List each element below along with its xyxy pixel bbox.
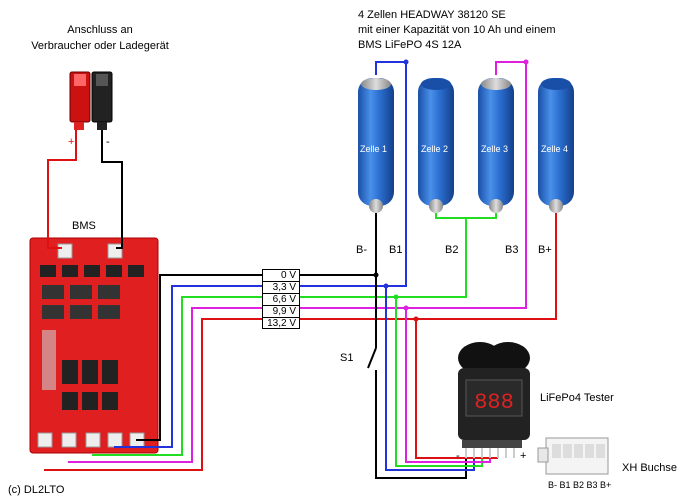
- voltage-1: 3,3 V: [263, 282, 299, 294]
- voltage-table: 0 V 3,3 V 6,6 V 9,9 V 13,2 V: [262, 269, 300, 329]
- minus-label: -: [106, 136, 110, 148]
- voltage-3: 9,9 V: [263, 306, 299, 318]
- balance-label-bplus: B+: [538, 244, 552, 256]
- balance-label-b2: B2: [445, 244, 459, 256]
- cell-4-icon: [538, 78, 574, 213]
- wire-green-bms: [92, 296, 262, 456]
- wire-blue-bms: [114, 285, 262, 448]
- voltage-0: 0 V: [263, 270, 299, 282]
- cell-3-label: Zelle 3: [481, 144, 509, 154]
- tester-wire-blue: [385, 286, 475, 471]
- plus-wire: [47, 130, 77, 249]
- balance-label-bminus: B-: [356, 244, 367, 256]
- xh-socket-icon: [537, 437, 609, 475]
- cell-1-label: Zelle 1: [360, 144, 388, 154]
- connector-title-line1: Anschluss an: [67, 24, 133, 36]
- pack-title: 4 Zellen HEADWAY 38120 SE mit einer Kapa…: [358, 8, 556, 53]
- pack-title-line3: BMS LiFePO 4S 12A: [358, 39, 462, 51]
- cell-1-icon: [358, 78, 394, 213]
- voltage-2: 6,6 V: [263, 294, 299, 306]
- cell-4-label: Zelle 4: [541, 144, 569, 154]
- xh-label: XH Buchse: [622, 462, 678, 474]
- cell-2-icon: [418, 78, 454, 213]
- pack-title-line2: mit einer Kapazität von 10 Ah und einem: [358, 24, 556, 36]
- voltage-4: 13,2 V: [267, 318, 296, 329]
- connector-title: Anschluss an Verbraucher oder Ladegerät: [10, 22, 190, 54]
- lifepo4-tester-icon: 888: [458, 342, 530, 458]
- tester-minus-label: -: [456, 450, 460, 462]
- bms-board-icon: [29, 237, 159, 454]
- pack-title-line1: 4 Zellen HEADWAY 38120 SE: [358, 9, 506, 21]
- tester-wire-magenta: [405, 308, 491, 463]
- bridge-2-3: [435, 210, 497, 219]
- balance-label-b3: B3: [505, 244, 519, 256]
- svg-text:888: 888: [474, 390, 514, 415]
- switch-s1-icon: [367, 275, 467, 479]
- connector-title-line2: Verbraucher oder Ladegerät: [31, 40, 169, 52]
- balance-label-b1: B1: [389, 244, 403, 256]
- minus-wire: [101, 130, 123, 249]
- tester-plus-label: +: [520, 450, 527, 462]
- wire-red-bms: [44, 318, 262, 471]
- cell-3-icon: [478, 78, 514, 213]
- copyright: (c) DL2LTO: [8, 484, 65, 496]
- plus-label: +: [68, 136, 75, 148]
- cell-2-label: Zelle 2: [421, 144, 449, 154]
- anderson-connector-icon: [69, 71, 113, 130]
- tester-label: LiFePo4 Tester: [540, 392, 614, 404]
- switch-label: S1: [340, 352, 354, 364]
- xh-pins-label: B- B1 B2 B3 B+: [548, 480, 612, 490]
- wire-red-cell: [298, 210, 557, 320]
- wire-magenta-bms: [68, 307, 262, 463]
- wire-black-cell: [298, 210, 377, 276]
- tester-wire-red: [415, 319, 498, 459]
- bms-label: BMS: [72, 220, 96, 232]
- wire-black-bms: [136, 274, 262, 441]
